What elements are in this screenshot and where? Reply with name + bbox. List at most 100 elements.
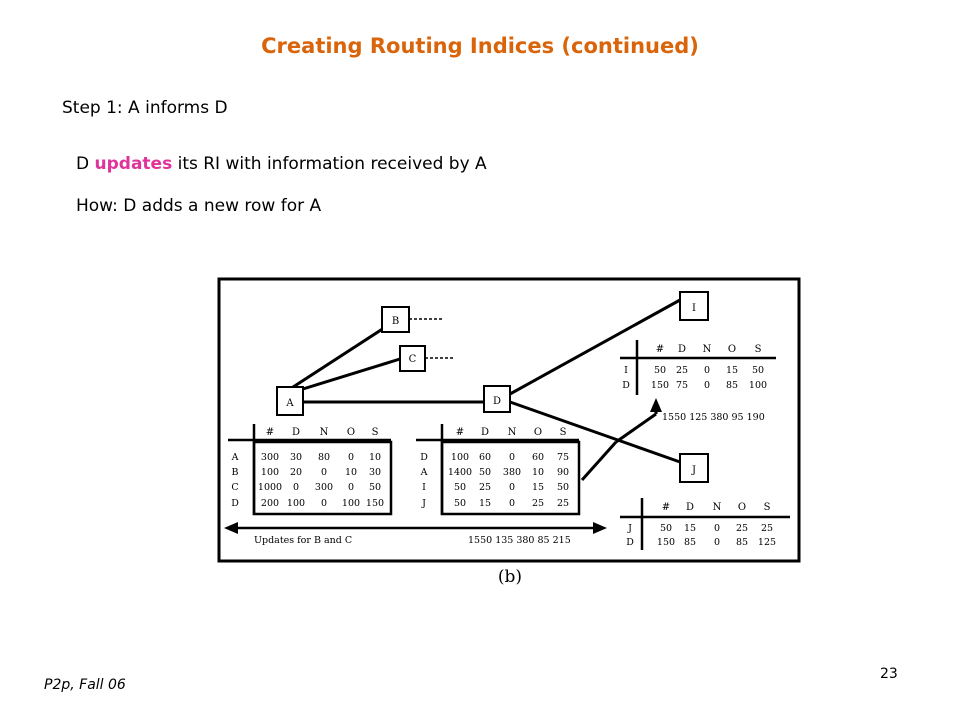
table-a-cell: 10 [369, 452, 381, 463]
routing-index-diagram: B C A D I J # D N O [217, 277, 801, 587]
table-d-cell: 380 [503, 467, 521, 478]
footer-course: P2p, Fall 06 [44, 677, 126, 693]
table-a-row-label: A [231, 452, 239, 463]
table-d-cell: 10 [532, 467, 544, 478]
table-a-row-label: C [231, 482, 238, 493]
node-j: J [679, 453, 709, 483]
aggregate-d: 1550 135 380 85 215 [468, 535, 571, 546]
node-b-label: B [392, 316, 399, 327]
node-c-label: C [409, 354, 417, 365]
bullet-update-prefix: D [76, 154, 95, 174]
ri-table-d: # D N O S D 100 60 0 60 75 A 1400 50 380… [416, 424, 581, 516]
table-d-cell: 90 [557, 467, 569, 478]
edge-a-c [289, 357, 401, 395]
table-a-cell: 1000 [258, 482, 282, 493]
table-i-cell: 75 [676, 380, 688, 391]
table-d-cell: 0 [509, 482, 515, 493]
table-d-cell: 50 [479, 467, 491, 478]
table-d-cell: 25 [479, 482, 491, 493]
table-d-cell: 15 [479, 498, 491, 509]
table-a-cell: 0 [348, 482, 354, 493]
table-a-row-label: B [232, 467, 239, 478]
table-j-cell: 0 [714, 523, 720, 534]
table-a-header-o: O [347, 427, 355, 438]
table-a-cell: 150 [366, 498, 384, 509]
node-d-label: D [493, 396, 501, 407]
table-d-row-label: A [420, 467, 428, 478]
diagram-frame [217, 277, 801, 563]
node-a: A [276, 386, 304, 416]
node-b: B [381, 306, 410, 333]
node-j-label: J [691, 465, 696, 476]
node-i: I [679, 291, 709, 321]
table-i-header-o: O [728, 344, 736, 355]
table-a-cell: 10 [345, 467, 357, 478]
table-a-cell: 0 [348, 452, 354, 463]
table-j-cell: 125 [758, 537, 776, 548]
table-j-header-s: S [764, 502, 771, 513]
table-i-header-count: # [656, 344, 664, 355]
table-j-cell: 0 [714, 537, 720, 548]
node-a-label: A [285, 398, 294, 409]
table-i-header-s: S [755, 344, 762, 355]
page-number: 23 [880, 666, 898, 682]
table-a-header-count: # [266, 427, 274, 438]
table-a-cell: 200 [261, 498, 279, 509]
table-j-cell: 150 [657, 537, 675, 548]
table-a-header-d: D [292, 427, 300, 438]
highlight-word: updates [94, 154, 173, 174]
table-a-cell: 300 [261, 452, 279, 463]
table-i-header-d: D [678, 344, 686, 355]
table-i-cell: 0 [704, 365, 710, 376]
table-d-header-o: O [534, 427, 542, 438]
table-j-cell: 50 [660, 523, 672, 534]
table-j-header-d: D [686, 502, 694, 513]
updates-arrow [224, 522, 607, 534]
table-i-row-label: I [624, 365, 628, 376]
table-j-row-label: J [627, 523, 632, 534]
edge-d-i [509, 298, 681, 396]
table-d-header-d: D [481, 427, 489, 438]
table-d-cell: 60 [479, 452, 491, 463]
slide-title: Creating Routing Indices (continued) [261, 34, 699, 58]
table-i-cell: 0 [704, 380, 710, 391]
node-i-label: I [692, 303, 696, 314]
table-a-cell: 20 [290, 467, 302, 478]
table-j-cell: 15 [684, 523, 696, 534]
table-d-cell: 15 [532, 482, 544, 493]
table-j-header-count: # [662, 502, 670, 513]
table-j-header-o: O [738, 502, 746, 513]
table-d-header-s: S [560, 427, 567, 438]
table-d-cell: 60 [532, 452, 544, 463]
table-j-row-label: D [626, 537, 634, 548]
edge-d-j [509, 400, 681, 464]
table-a-cell: 30 [290, 452, 302, 463]
table-d-cell: 100 [451, 452, 469, 463]
table-a-cell: 100 [261, 467, 279, 478]
ri-table-a: # D N O S A 300 30 80 0 10 B 100 20 0 10… [228, 424, 393, 516]
bullet-update-suffix: its RI with information received by A [172, 154, 487, 174]
update-to-i: 1550 125 380 95 190 [662, 412, 765, 423]
table-a-header-n: N [320, 427, 329, 438]
table-a-cell: 0 [293, 482, 299, 493]
table-i-row-label: D [622, 380, 630, 391]
table-d-cell: 0 [509, 498, 515, 509]
table-i-cell: 15 [726, 365, 738, 376]
ri-table-i: # D N O S I 50 25 0 15 50 D 150 75 0 85 … [620, 340, 776, 395]
table-d-cell: 75 [557, 452, 569, 463]
table-d-cell: 25 [557, 498, 569, 509]
table-i-header-n: N [703, 344, 712, 355]
table-i-cell: 50 [654, 365, 666, 376]
table-d-cell: 50 [557, 482, 569, 493]
table-j-cell: 25 [761, 523, 773, 534]
table-d-cell: 50 [454, 498, 466, 509]
table-j-cell: 85 [684, 537, 696, 548]
table-a-cell: 30 [369, 467, 381, 478]
step-heading: Step 1: A informs D [62, 98, 228, 118]
table-a-cell: 0 [321, 498, 327, 509]
node-d: D [483, 385, 511, 413]
bullet-update: D updates its RI with information receiv… [76, 154, 487, 174]
table-i-cell: 150 [651, 380, 669, 391]
table-a-cell: 100 [287, 498, 305, 509]
table-d-header-n: N [508, 427, 517, 438]
